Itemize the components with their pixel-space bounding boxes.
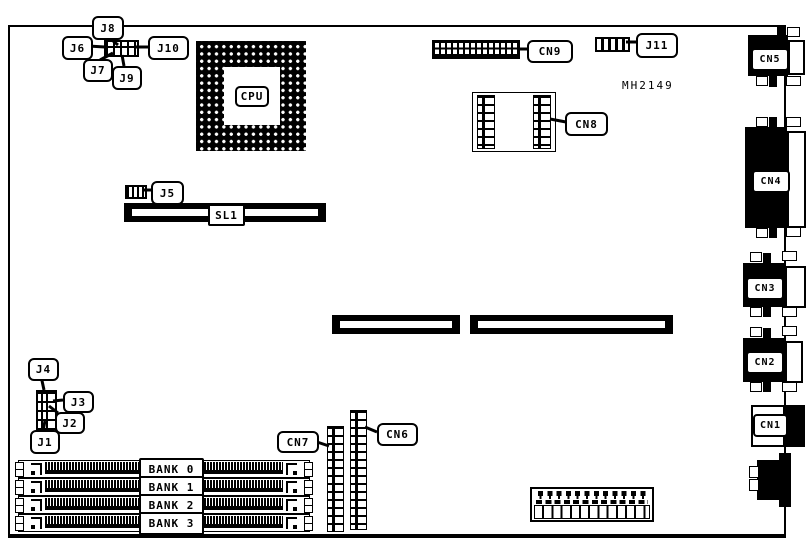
callout-j1: J1	[30, 430, 60, 454]
slot-sl1-label: SL1	[208, 204, 245, 226]
jumper-j5-strip	[125, 185, 147, 199]
callout-j2: J2	[55, 412, 85, 434]
power-connector-cells	[534, 505, 650, 519]
din-connector	[757, 460, 783, 500]
cpu-socket: CPU	[196, 41, 306, 151]
port-cn5-shell	[788, 40, 805, 75]
socket-clip-icon	[286, 463, 297, 475]
callout-j6: J6	[62, 36, 93, 60]
board-part-number: MH2149	[622, 79, 674, 92]
port-cn2-label: CN2	[746, 351, 784, 374]
connector-cn6	[350, 410, 367, 530]
connector-cn8-left-strip	[477, 95, 495, 149]
port-cn4-label: CN4	[752, 170, 790, 193]
callout-cn6: CN6	[377, 423, 418, 446]
connector-cn8-right-strip	[533, 95, 551, 149]
expansion-slot-2	[470, 315, 673, 334]
port-cn5-label: CN5	[751, 48, 789, 71]
callout-cn7: CN7	[277, 431, 319, 453]
port-cn3-label: CN3	[746, 277, 784, 300]
callout-j8: J8	[92, 16, 124, 40]
callout-j10: J10	[148, 36, 189, 60]
port-cn2-shell	[785, 341, 803, 383]
socket-clip-icon	[286, 481, 297, 493]
din-connector-shell	[779, 453, 791, 507]
callout-cn8: CN8	[565, 112, 608, 136]
connector-cn9	[432, 40, 520, 59]
callout-j9: J9	[112, 66, 142, 90]
socket-clip-icon	[286, 517, 297, 529]
cpu-label: CPU	[234, 85, 270, 107]
port-cn1-body	[783, 407, 803, 445]
callout-j5: J5	[151, 181, 184, 205]
power-connector-pins	[536, 491, 648, 499]
power-connector	[530, 487, 654, 522]
cpu-socket-center: CPU	[224, 67, 280, 125]
socket-clip-icon	[31, 499, 42, 511]
callout-j3: J3	[63, 391, 94, 413]
socket-clip-icon	[31, 463, 42, 475]
expansion-slot-1	[332, 315, 460, 334]
socket-clip-icon	[31, 517, 42, 529]
socket-clip-icon	[286, 499, 297, 511]
callout-j11: J11	[636, 33, 678, 58]
callout-j4: J4	[28, 358, 59, 381]
port-cn1-label: CN1	[753, 414, 788, 437]
jumper-j11-strip	[595, 37, 630, 52]
expansion-slot-1-groove	[340, 321, 452, 328]
jumper-block-j6-j10	[104, 40, 139, 57]
jumper-block-j1-j4	[36, 390, 57, 435]
memory-bank-3-label: BANK 3	[139, 512, 204, 535]
callout-cn9: CN9	[527, 40, 573, 63]
port-cn1	[751, 405, 805, 447]
callout-j7: J7	[83, 59, 113, 82]
connector-cn7	[327, 426, 344, 532]
expansion-slot-2-groove	[478, 321, 665, 328]
port-cn3-shell	[785, 266, 806, 308]
power-connector-keys	[536, 500, 648, 504]
socket-clip-icon	[31, 481, 42, 493]
memory-bank-1-label: BANK 1	[139, 476, 204, 499]
